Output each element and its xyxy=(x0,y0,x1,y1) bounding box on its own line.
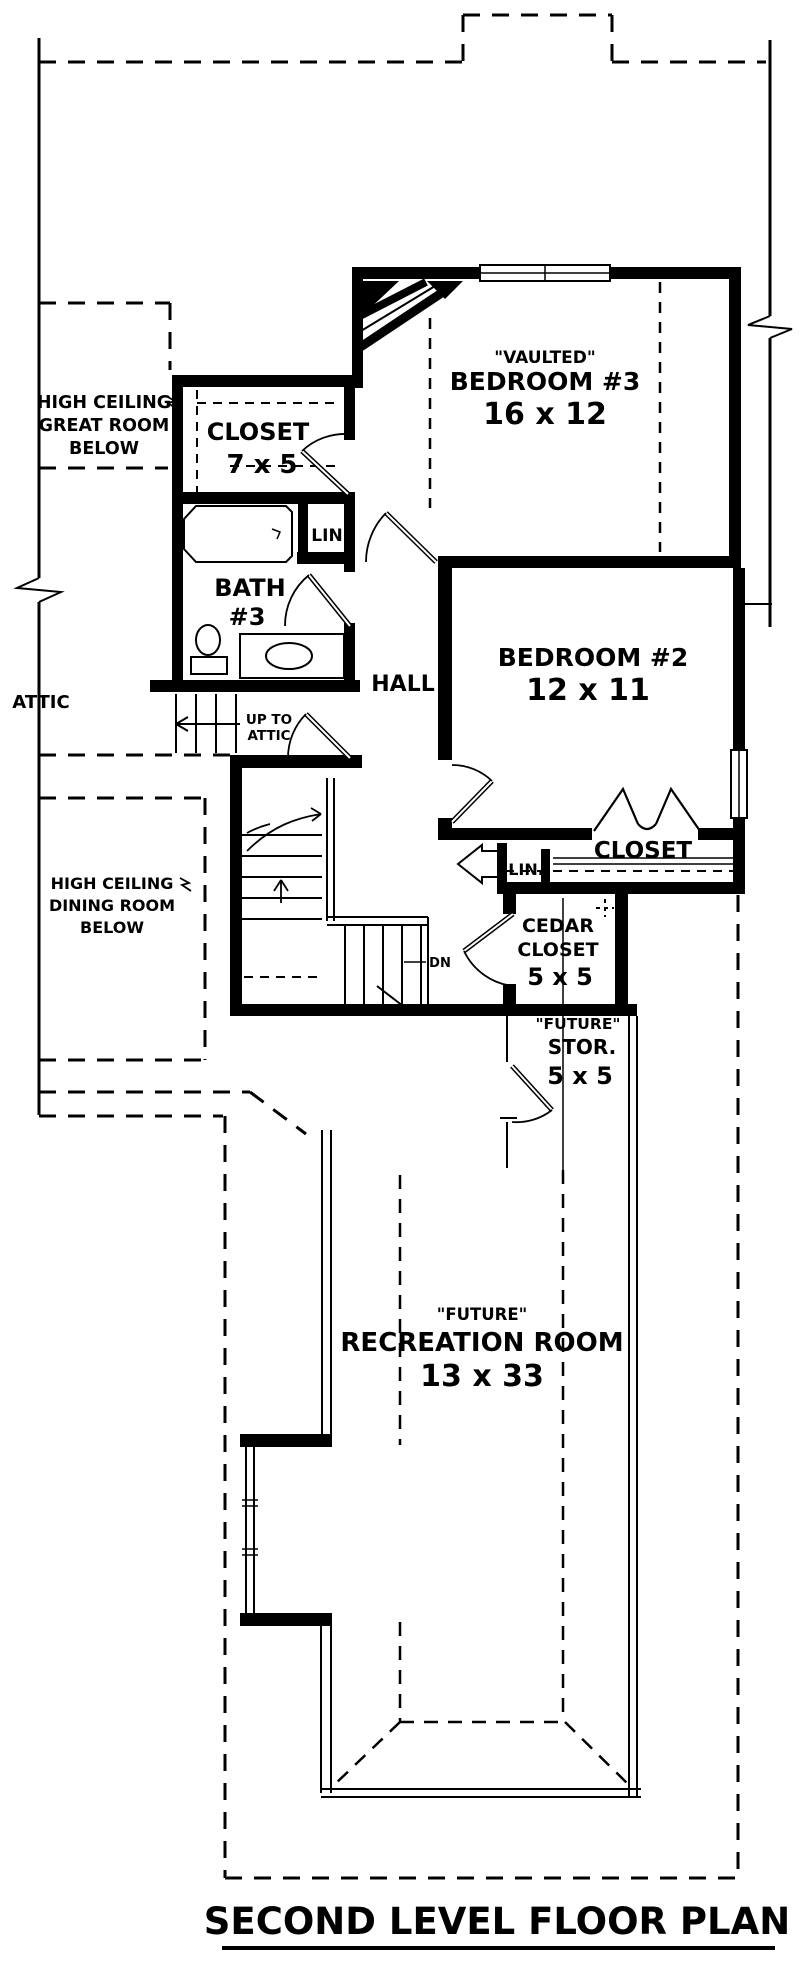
toilet xyxy=(195,624,221,656)
vaulted-ceiling-lines xyxy=(428,282,662,552)
roof-outline xyxy=(13,13,793,1115)
linen-lower-door-arrow xyxy=(456,842,499,886)
future-storage-door xyxy=(510,1064,554,1124)
label-rec-1: "FUTURE" xyxy=(437,1305,528,1324)
label-rec-2: RECREATION ROOM xyxy=(340,1328,623,1358)
bedroom2-door xyxy=(450,764,494,824)
wall-below-line xyxy=(321,1130,332,1434)
doors xyxy=(284,433,701,1124)
future-storage-thin-walls xyxy=(500,1016,517,1168)
label-dining-3: BELOW xyxy=(80,918,144,937)
plan-title: SECOND LEVEL FLOOR PLAN xyxy=(204,1900,790,1943)
bay-right-wall xyxy=(628,1016,638,1797)
label-up-to-attic-2: ATTIC xyxy=(247,728,290,744)
stairs xyxy=(175,694,404,1007)
great-room-open-to-below xyxy=(39,301,172,470)
sink xyxy=(265,642,313,670)
break-squiggle-great-room xyxy=(165,395,178,410)
bath-door xyxy=(284,573,352,628)
label-bedroom2: BEDROOM #2 xyxy=(498,643,689,672)
label-linen-upper: LIN xyxy=(311,526,342,546)
label-cedar-size: 5 x 5 xyxy=(527,963,593,991)
label-linen-lower: LIN. xyxy=(508,860,544,879)
label-great-room-2: GREAT ROOM xyxy=(39,416,170,436)
attic-stair-door xyxy=(287,712,352,760)
label-hall: HALL xyxy=(371,672,434,697)
label-dining-2: DINING ROOM xyxy=(49,896,175,915)
stair-railing xyxy=(326,778,429,1004)
label-rec-size: 13 x 33 xyxy=(420,1359,544,1394)
tub-faucet xyxy=(271,528,281,540)
label-bath-2: #3 xyxy=(229,603,266,631)
thin-lines xyxy=(242,778,733,1798)
label-dn: DN xyxy=(429,956,451,971)
break-mark-right xyxy=(747,315,793,339)
label-closet-bedroom2: CLOSET xyxy=(594,838,693,864)
corner-chimney-hatch xyxy=(353,278,463,354)
bay-bottom-wall xyxy=(321,1788,641,1798)
toilet-tank xyxy=(190,656,228,675)
label-bedroom3-size: 16 x 12 xyxy=(483,397,607,432)
bay-left-wall xyxy=(320,1626,332,1793)
label-future-stor-size: 5 x 5 xyxy=(547,1062,613,1090)
dashed-overlay-lines xyxy=(39,282,740,1880)
title-block: SECOND LEVEL FLOOR PLAN xyxy=(204,1900,790,1950)
label-closet-upper-size: 7 x 5 xyxy=(226,450,297,480)
closet-shelf xyxy=(553,857,733,865)
label-cedar-1: CEDAR xyxy=(522,915,594,937)
attic-stairs xyxy=(175,694,240,753)
recreation-room-boundary xyxy=(223,895,740,1880)
bay-window-mullions xyxy=(242,1499,258,1556)
title-underline xyxy=(222,1946,775,1950)
dining-open-to-below xyxy=(39,796,207,1062)
label-closet-upper: CLOSET xyxy=(207,418,310,446)
label-future-stor-1: "FUTURE" xyxy=(535,1015,620,1033)
bath-fixtures xyxy=(183,505,345,679)
label-attic: ATTIC xyxy=(12,692,69,713)
bay-window-wall xyxy=(245,1447,255,1613)
label-great-room-1: HIGH CEILING xyxy=(37,393,171,413)
bedroom2-closet-bifold xyxy=(593,786,701,832)
room-labels: HIGH CEILING GREAT ROOM BELOW CLOSET 7 x… xyxy=(12,348,692,1394)
windows xyxy=(479,264,748,819)
bathtub xyxy=(183,505,293,563)
label-dining-1: HIGH CEILING xyxy=(51,874,174,893)
label-up-to-attic-1: UP TO xyxy=(246,712,292,728)
bedroom3-door xyxy=(365,511,438,564)
label-future-stor-2: STOR. xyxy=(548,1035,616,1059)
label-bedroom3-tag: "VAULTED" xyxy=(494,348,596,368)
walls xyxy=(150,267,745,1626)
label-cedar-2: CLOSET xyxy=(517,939,598,961)
label-bedroom3: BEDROOM #3 xyxy=(450,367,641,396)
main-stairs-down xyxy=(242,807,404,1007)
label-bath-1: BATH xyxy=(214,574,285,602)
break-squiggle-dining xyxy=(179,877,192,892)
label-bedroom2-size: 12 x 11 xyxy=(526,673,650,708)
closet-shelf-dashed xyxy=(196,390,342,492)
label-great-room-3: BELOW xyxy=(69,439,139,459)
break-mark-left xyxy=(13,577,65,603)
cedar-closet-door xyxy=(462,912,515,987)
closet-upper-door xyxy=(300,433,350,496)
